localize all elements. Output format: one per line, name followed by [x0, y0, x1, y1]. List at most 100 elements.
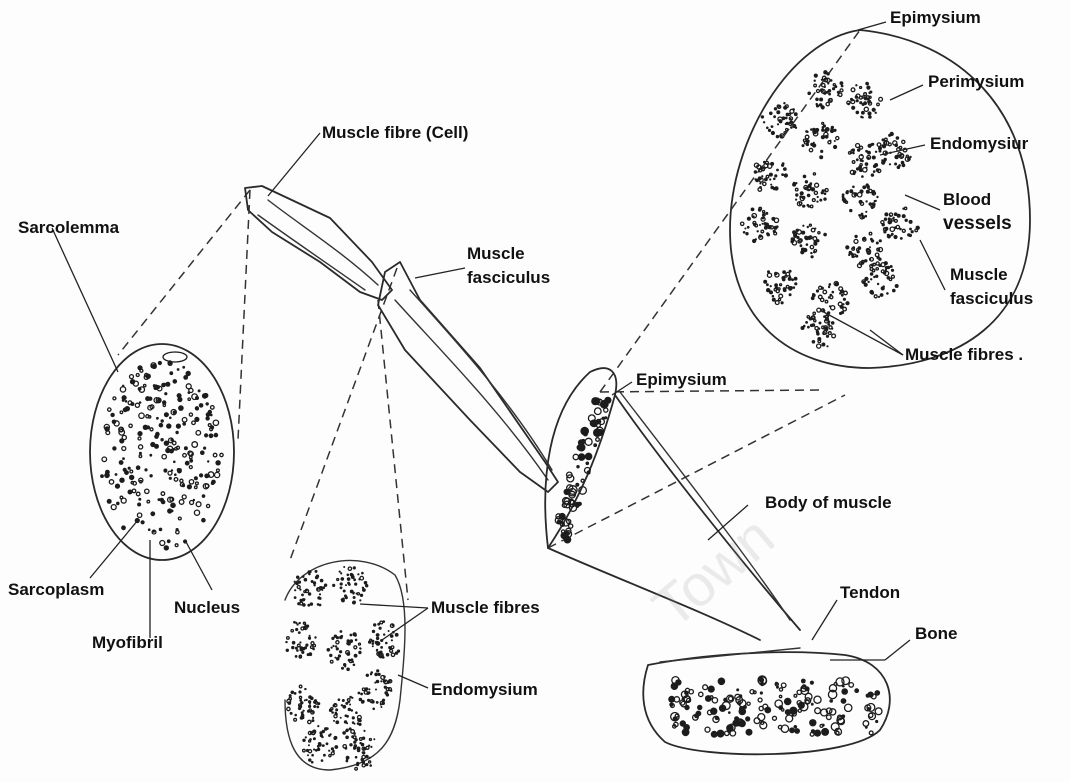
- texture-ring: [366, 746, 369, 749]
- texture-dot: [879, 239, 882, 242]
- texture-dot: [321, 759, 324, 762]
- texture-dot: [295, 628, 298, 631]
- texture-ring: [779, 688, 782, 691]
- texture-ring: [839, 287, 843, 291]
- texture-ring: [881, 270, 884, 273]
- texture-dot: [125, 400, 128, 403]
- texture-dot: [342, 705, 346, 709]
- texture-dot: [821, 105, 825, 109]
- texture-dot: [307, 754, 309, 756]
- texture-dot: [159, 528, 163, 532]
- texture-ring: [809, 148, 812, 151]
- texture-dot: [320, 586, 323, 589]
- texture-ring: [766, 175, 769, 178]
- texture-dot: [739, 708, 747, 716]
- texture-dot: [164, 545, 169, 550]
- texture-dot: [320, 734, 323, 737]
- texture-dot: [304, 646, 307, 649]
- texture-dot: [293, 621, 296, 624]
- texture-ring: [347, 699, 350, 702]
- texture-ring: [895, 220, 898, 223]
- texture-dot: [174, 473, 177, 476]
- texture-dot: [353, 578, 356, 581]
- texture-dot: [746, 729, 753, 736]
- texture-ring: [109, 480, 113, 484]
- texture-dot: [828, 296, 830, 298]
- texture-dot: [893, 235, 897, 239]
- label-blood-vessels-line1: Blood: [943, 190, 991, 210]
- texture-dot: [812, 340, 816, 344]
- texture-dot: [728, 711, 731, 714]
- texture-dot: [784, 698, 792, 706]
- texture-dot: [176, 424, 181, 429]
- texture-dot: [329, 709, 332, 712]
- texture-dot: [305, 644, 308, 647]
- texture-dot: [776, 135, 779, 138]
- texture-ring: [840, 89, 843, 92]
- texture-dot: [298, 707, 301, 710]
- texture-dot: [875, 151, 877, 153]
- texture-dot: [143, 425, 148, 430]
- texture-ring: [138, 437, 141, 440]
- texture-dot: [148, 397, 152, 401]
- texture-dot: [867, 157, 870, 160]
- texture-dot: [311, 580, 314, 583]
- texture-dot: [805, 237, 808, 240]
- texture-dot: [856, 158, 859, 161]
- texture-dot: [867, 98, 870, 101]
- texture-dot: [894, 212, 898, 216]
- texture-dot: [865, 726, 868, 729]
- texture-dot: [184, 446, 188, 450]
- texture-ring: [581, 479, 584, 482]
- texture-dot: [887, 234, 890, 237]
- texture-dot: [309, 738, 312, 741]
- texture-dot: [789, 293, 792, 296]
- texture-dot: [845, 245, 849, 249]
- texture-dot: [717, 730, 725, 738]
- texture-dot: [204, 433, 208, 437]
- texture-dot: [150, 511, 155, 516]
- texture-dot: [879, 150, 882, 153]
- texture-dot: [828, 89, 832, 93]
- texture-dot: [334, 657, 336, 659]
- texture-dot: [884, 212, 888, 216]
- texture-ring: [182, 418, 187, 423]
- texture-dot: [873, 164, 877, 168]
- texture-dot: [299, 622, 301, 624]
- texture-dot: [294, 589, 296, 591]
- texture-dot: [819, 199, 822, 202]
- texture-dot: [333, 720, 335, 722]
- texture-dot: [823, 197, 826, 200]
- texture-ring: [758, 698, 762, 702]
- texture-dot: [683, 724, 690, 731]
- texture-ring: [825, 300, 828, 303]
- texture-dot: [882, 223, 885, 226]
- texture-dot: [710, 708, 717, 715]
- texture-ring: [888, 143, 891, 146]
- texture-dot: [755, 179, 759, 183]
- texture-dot: [129, 475, 134, 480]
- label-nucleus: Nucleus: [174, 598, 240, 618]
- texture-ring: [194, 510, 199, 515]
- texture-ring: [827, 715, 832, 720]
- texture-dot: [763, 121, 765, 123]
- texture-dot: [157, 398, 162, 403]
- texture-dot: [817, 337, 821, 341]
- texture-ring: [130, 470, 133, 473]
- texture-dot: [855, 95, 858, 98]
- texture-dot: [315, 570, 318, 573]
- texture-dot: [372, 630, 375, 633]
- texture-dot: [137, 365, 142, 370]
- texture-ring: [754, 718, 760, 724]
- texture-dot: [353, 732, 356, 735]
- texture-dot: [812, 323, 816, 327]
- texture-dot: [386, 653, 390, 657]
- texture-dot: [828, 284, 830, 286]
- texture-dot: [761, 175, 763, 177]
- texture-dot: [591, 397, 599, 405]
- texture-ring: [863, 721, 869, 727]
- texture-dot: [164, 392, 167, 395]
- texture-dot: [149, 454, 152, 457]
